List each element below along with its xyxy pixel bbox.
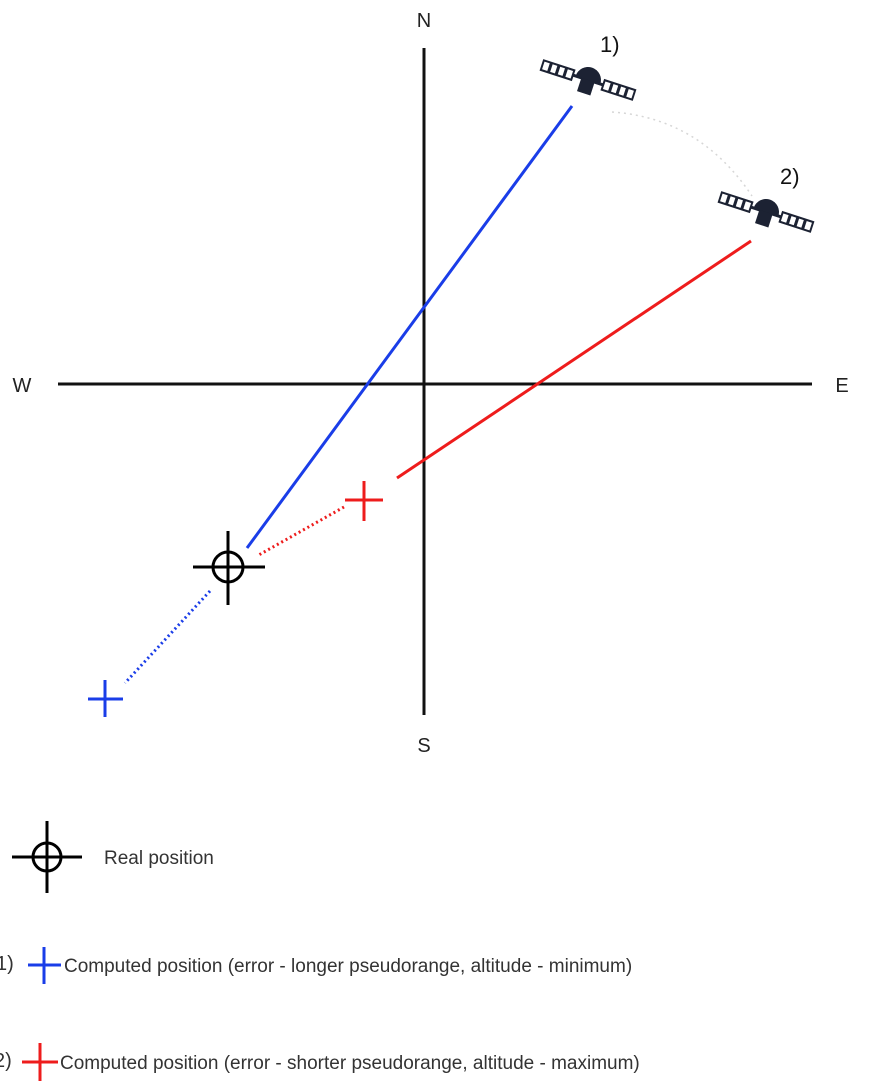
computed-position-2-cross-marker-icon <box>345 481 383 521</box>
legend-computed-1-number: 1) <box>0 953 14 975</box>
real-position-crosshair-icon <box>193 531 265 605</box>
legend-computed-2-number: 2) <box>0 1050 12 1072</box>
orbit-arc <box>611 111 753 197</box>
legend-computed-2-text: Computed position (error - shorter pseud… <box>60 1053 640 1074</box>
satellite-1-error-line <box>123 589 212 685</box>
satellite-1-signal-line <box>245 105 574 549</box>
satellite-1-icon <box>539 59 637 101</box>
satellite-2-signal-line <box>396 239 752 480</box>
legend-computed-1-cross-marker-icon <box>28 947 61 984</box>
satellite-2-label: 2) <box>780 164 800 189</box>
legend-real-position-text: Real position <box>104 848 214 869</box>
satellite-1-label: 1) <box>600 32 620 57</box>
satellite-2-error-line <box>256 505 345 558</box>
legend-real-crosshair-icon <box>12 821 82 893</box>
legend-computed-2-cross-marker-icon <box>22 1043 58 1081</box>
north-label: N <box>417 10 431 32</box>
satellite-2-icon <box>717 191 815 233</box>
east-label: E <box>835 375 848 397</box>
west-label: W <box>13 375 32 397</box>
legend-computed-1-text: Computed position (error - longer pseudo… <box>64 956 632 977</box>
computed-position-1-cross-marker-icon <box>88 680 123 717</box>
south-label: S <box>417 735 430 757</box>
legend: Real position 1) Computed position (erro… <box>0 821 640 1081</box>
